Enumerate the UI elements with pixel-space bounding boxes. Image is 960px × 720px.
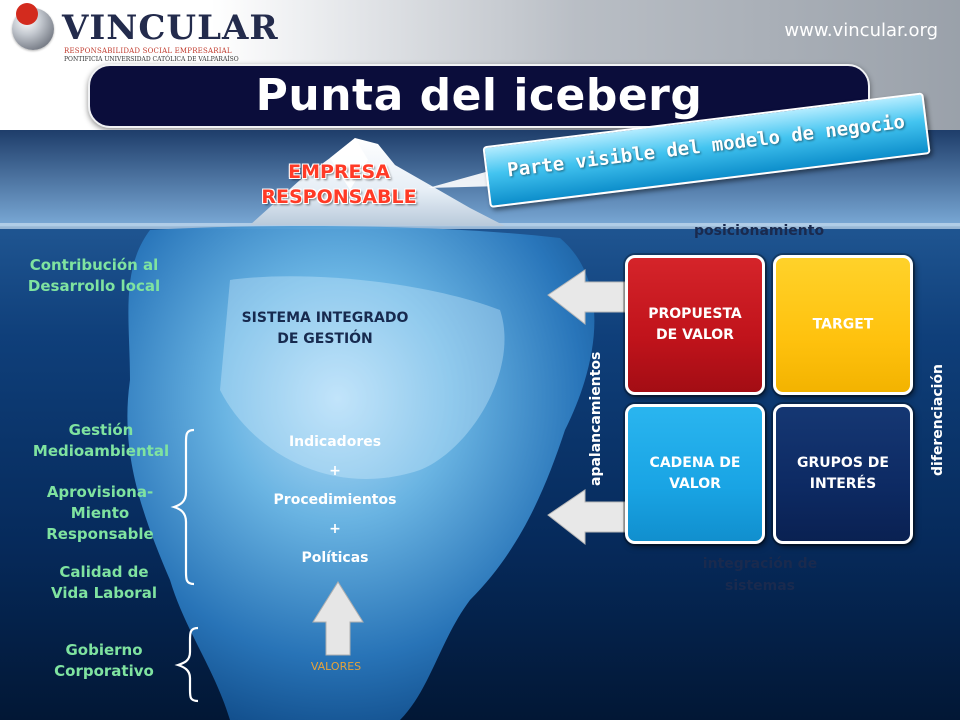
axis-posicionamiento: posicionamiento [694,223,825,239]
box-label-line: GRUPOS DE [797,455,889,471]
arrow-up-icon [312,581,364,656]
box-label-line: VALOR [669,476,721,492]
label-gestion: Gestión Medioambiental [26,420,176,462]
arrow-left-icon [547,489,626,546]
label-line: Desarrollo local [27,277,161,295]
box-label-line: PROPUESTA [648,306,742,322]
iceberg-illustration [0,130,960,720]
box-label: PROPUESTA DE VALOR [632,304,758,346]
box-label-line: CADENA DE [649,455,741,471]
box-target[interactable]: TARGET [773,255,913,395]
site-url[interactable]: www.vincular.org [784,20,938,41]
curly-brace-icon [174,626,199,703]
label-line: Gestión [68,421,134,439]
box-label-line: INTERÉS [809,476,877,492]
label-line: Corporativo [54,662,154,680]
management-stack: Indicadores + Procedimientos + Políticas [250,428,420,573]
box-label-line: DE VALOR [656,327,734,343]
box-label: GRUPOS DE INTERÉS [780,453,906,495]
box-label-line: TARGET [812,316,874,333]
header: VINCULAR RESPONSABILIDAD SOCIAL EMPRESAR… [0,0,960,130]
stack-item: Indicadores [288,434,382,450]
tip-label-line2: RESPONSABLE [261,186,417,208]
label-calidad: Calidad de Vida Laboral [34,562,174,604]
label-line: sistemas [724,578,796,594]
box-cadena-de-valor[interactable]: CADENA DE VALOR [625,404,765,544]
label-line: Responsable [46,525,154,543]
box-propuesta-de-valor[interactable]: PROPUESTA DE VALOR [625,255,765,395]
axis-diferenciacion: diferenciación [930,364,946,476]
logo[interactable]: VINCULAR RESPONSABILIDAD SOCIAL EMPRESAR… [8,3,278,64]
box-label: CADENA DE VALOR [632,453,758,495]
stack-item: Procedimientos [273,492,397,508]
empresa-responsable-label: EMPRESA RESPONSABLE [255,160,423,210]
curly-brace-icon [170,428,195,586]
page-title: Punta del iceberg [255,70,703,121]
label-line: Gobierno [65,641,143,659]
sistema-integrado-label: SISTEMA INTEGRADO DE GESTIÓN [220,308,430,350]
logo-name: VINCULAR [62,8,279,48]
logo-tagline: RESPONSABILIDAD SOCIAL EMPRESARIAL [64,47,232,55]
label-line: Aprovisiona- [46,483,154,501]
tip-label-line1: EMPRESA [288,161,390,183]
axis-integracion: integración de sistemas [680,553,840,597]
logo-university: PONTIFICIA UNIVERSIDAD CATÓLICA DE VALPA… [64,56,239,63]
iceberg-tip [250,138,505,226]
label-line: Calidad de [59,563,149,581]
label-aprovisionamiento: Aprovisiona- Miento Responsable [30,482,170,545]
label-line: Miento [70,504,130,522]
callout-pointer [428,168,502,188]
title-bar: Punta del iceberg [88,64,870,128]
valores-label: VALORES [310,660,362,673]
axis-apalancamientos: apalancamientos [588,351,604,486]
sea-surface [0,223,960,229]
stack-plus: + [329,521,341,537]
label-contribucion: Contribución al Desarrollo local [14,255,174,297]
label-gobierno: Gobierno Corporativo [34,640,174,682]
box-grupos-de-interes[interactable]: GRUPOS DE INTERÉS [773,404,913,544]
label-line: Vida Laboral [51,584,157,602]
label-line: SISTEMA INTEGRADO [241,310,409,326]
submerged-iceberg [127,226,595,720]
label-line: DE GESTIÓN [277,331,373,347]
logo-accent-icon [16,3,38,25]
label-line: integración de [702,556,818,572]
stack-item: Políticas [301,550,369,566]
box-label: TARGET [780,315,906,336]
label-line: Medioambiental [32,442,170,460]
label-line: Contribución al [29,256,159,274]
stack-plus: + [329,463,341,479]
